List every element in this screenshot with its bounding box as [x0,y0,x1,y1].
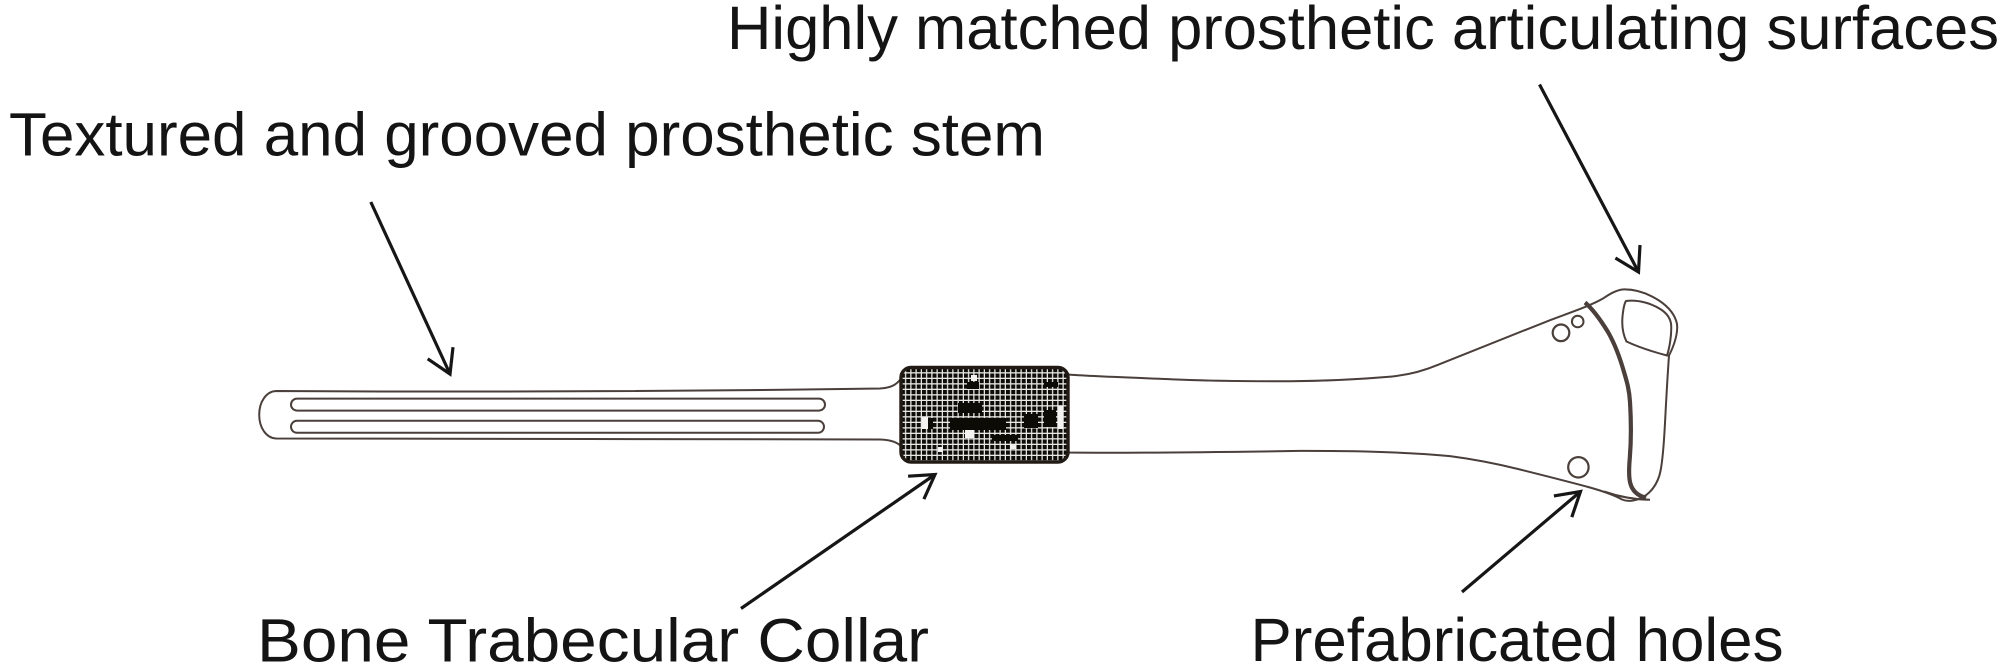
svg-text:Highly matched prosthetic arti: Highly matched prosthetic articulating s… [727,0,1999,62]
svg-text:Prefabricated holes: Prefabricated holes [1251,606,1784,670]
svg-text:Bone Trabecular Collar: Bone Trabecular Collar [257,607,929,670]
svg-text:Textured and grooved prostheti: Textured and grooved prosthetic stem [9,101,1045,169]
